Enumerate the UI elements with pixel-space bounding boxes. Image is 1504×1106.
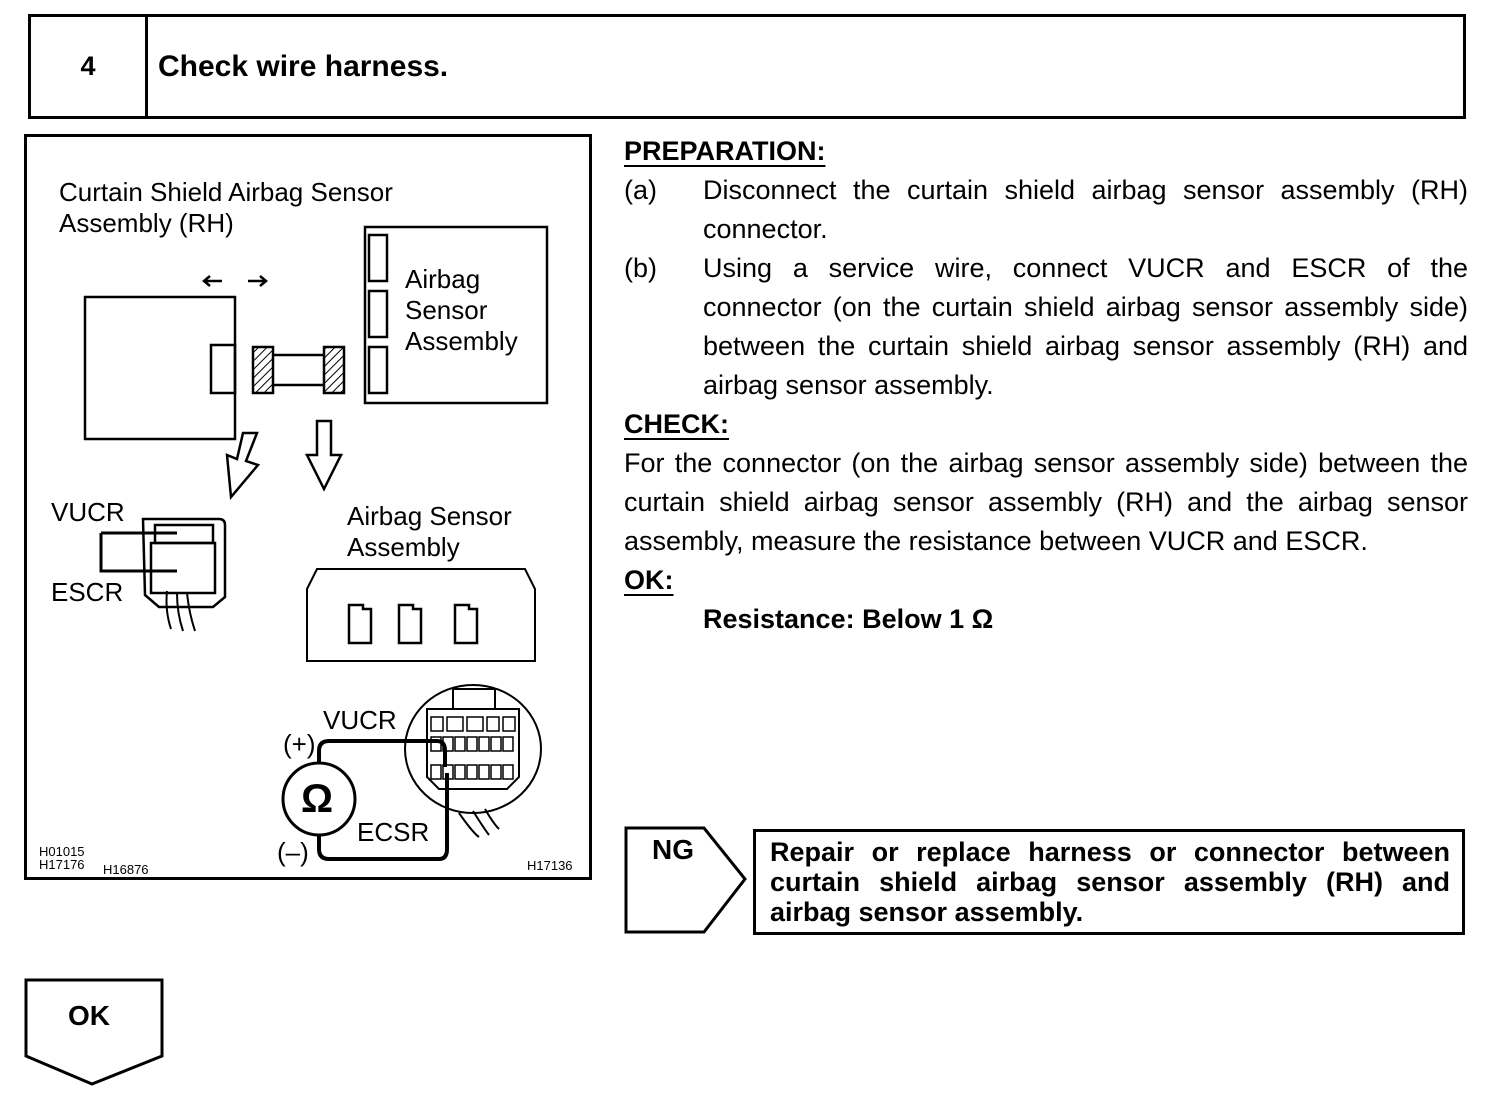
connector-magnify-circle <box>404 684 542 814</box>
check-heading: CHECK: <box>624 409 729 439</box>
ng-label: NG <box>652 834 694 865</box>
service-wire <box>99 531 177 573</box>
curtain-connector-icon <box>141 517 227 609</box>
ok-heading: OK: <box>624 565 674 595</box>
wiring-diagram-svg <box>83 225 549 861</box>
step-header: 4 Check wire harness. <box>28 14 1466 119</box>
figure-code: H01015 <box>39 844 85 859</box>
figure-code: H17136 <box>527 858 573 873</box>
step-text: Using a service wire, connect VUCR and E… <box>703 253 1468 400</box>
curtain-sensor-label: Curtain Shield Airbag Sensor Assembly (R… <box>59 177 393 238</box>
down-arrow-right-icon <box>304 419 344 492</box>
probe-positive-lead <box>317 739 447 767</box>
harness-plug-left <box>251 345 275 395</box>
disconnect-arrow-right-icon <box>248 275 268 287</box>
preparation-step: (a) Disconnect the curtain shield airbag… <box>624 171 1468 249</box>
wiring-illustration: Curtain Shield Airbag Sensor Assembly (R… <box>24 134 592 880</box>
ng-arrow-icon <box>624 826 747 934</box>
step-text: Disconnect the curtain shield airbag sen… <box>703 175 1468 244</box>
airbag-box-label: Airbag Sensor Assembly <box>405 264 518 356</box>
down-arrow-left-icon <box>225 431 261 501</box>
airbag-sensor-housing <box>306 568 536 662</box>
probe-negative-lead <box>317 773 449 861</box>
ohm-symbol: Ω <box>301 777 334 821</box>
instructions: PREPARATION: (a) Disconnect the curtain … <box>624 132 1468 639</box>
negative-lead-label: (–) <box>277 837 309 867</box>
ok-arrow-icon <box>24 978 164 1086</box>
check-text: For the connector (on the airbag sensor … <box>624 448 1468 556</box>
airbag-sensor-box <box>363 225 549 405</box>
curtain-sensor-connector <box>209 343 237 395</box>
figure-code: H16876 <box>103 862 149 877</box>
ecsr-label: ECSR <box>357 817 430 847</box>
vucr-label-top: VUCR <box>51 497 125 527</box>
positive-lead-label: (+) <box>283 729 316 759</box>
step-number: 4 <box>31 17 148 116</box>
preparation-heading: PREPARATION: <box>624 136 826 166</box>
curtain-sensor-box <box>83 295 237 441</box>
step-label: (b) <box>624 253 657 283</box>
step-label: (a) <box>624 175 657 205</box>
disconnect-arrow-left-icon <box>202 275 222 287</box>
resistance-spec: Resistance: Below 1 Ω <box>703 604 994 634</box>
airbag-sensor-assembly-label: Airbag Sensor Assembly <box>347 501 512 562</box>
harness-plug-right <box>322 345 346 395</box>
preparation-step: (b) Using a service wire, connect VUCR a… <box>624 249 1468 405</box>
ng-action-box: Repair or replace harness or connector b… <box>753 829 1465 935</box>
step-title: Check wire harness. <box>158 49 449 83</box>
connector-face-icon <box>426 708 520 790</box>
figure-code: H17176 <box>39 857 85 872</box>
ok-label: OK <box>68 1000 110 1031</box>
escr-label: ESCR <box>51 577 124 607</box>
vucr-label-bottom: VUCR <box>323 705 397 735</box>
